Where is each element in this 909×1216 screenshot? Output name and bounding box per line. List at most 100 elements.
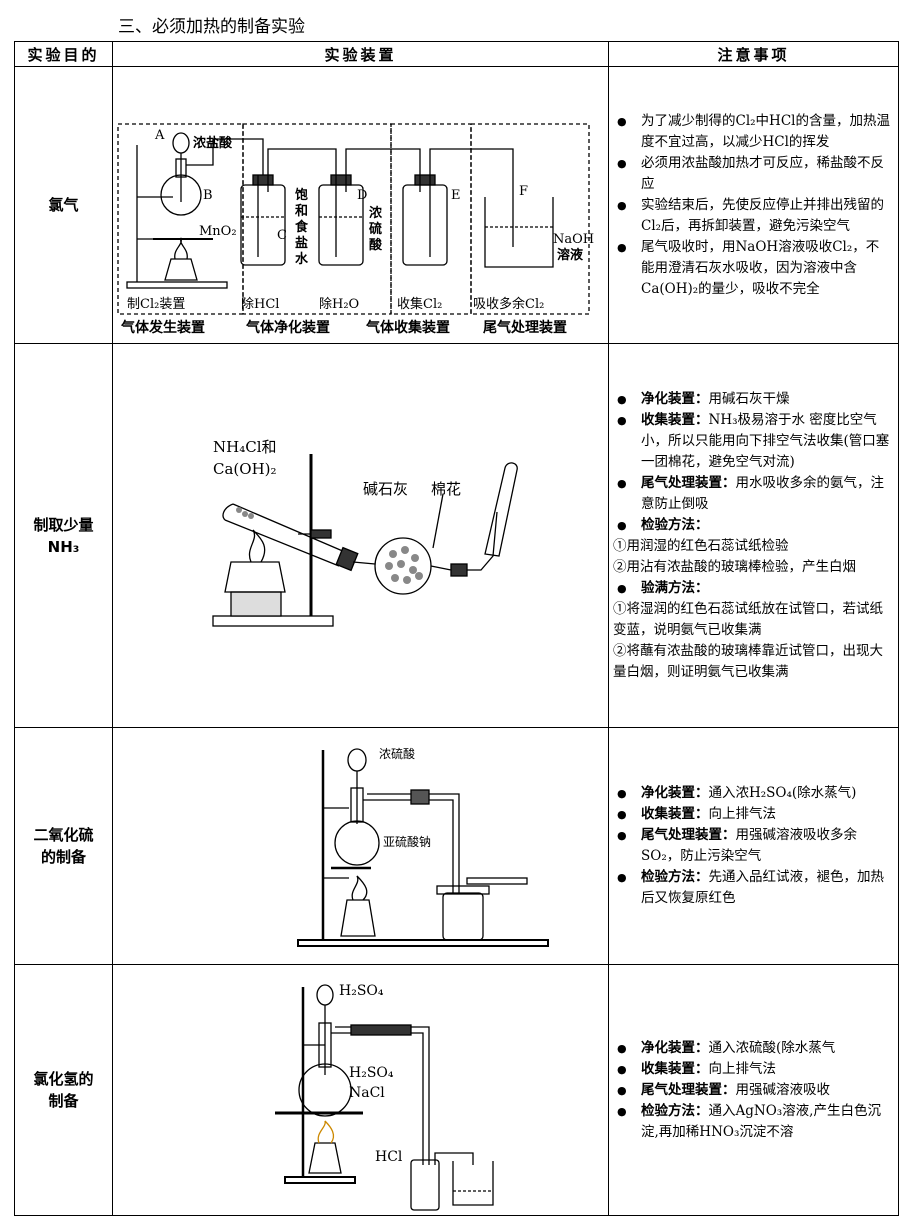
header-apparatus: 实验装置 [112,41,609,67]
bullet-icon: ● [617,787,627,800]
label-C: C [277,228,287,243]
note-item: ●收集装置：NH₃极易溶于水 密度比空气小，所以只能用向下排空气法收集(管口塞一… [613,410,892,473]
purpose-text: 二氧化硫 [33,826,94,844]
label-nacl: NaCl [349,1085,385,1101]
note-item: ●必须用浓盐酸加热才可反应，稀盐酸不反应 [613,153,892,195]
label-sat-salt-4: 盐 [295,235,308,251]
caption-remove-h2o: 除H₂O [319,297,359,312]
label-conc-h2so4: 浓硫酸 [379,746,415,761]
caption-cl2-setup: 制Cl₂装置 [127,297,185,312]
label-D: D [357,188,367,203]
note-item: ●净化装置：用碱石灰干燥 [613,389,892,410]
label-h2so4-top: H₂SO₄ [339,983,384,999]
note-item: ●检验方法：先通入品红试液，褪色，加热后又恢复原红色 [613,867,892,909]
label-B: B [203,188,213,203]
label-E: E [451,188,461,203]
label-cotton: 棉花 [431,480,461,498]
caption-absorb-cl2: 吸收多余Cl₂ [473,296,544,312]
chlorine-apparatus-diagram: A 浓盐酸 B MnO₂ C 饱 和 食 盐 水 D 浓 硫 酸 E F NaO [117,123,594,336]
note-item: ●尾气处理装置：用水吸收多余的氨气，注意防止倒吸 [613,473,892,515]
full-method-1: ①将湿润的红色石蕊试纸放在试管口，若试纸变蓝，说明氨气已收集满 [613,600,883,638]
table-row-hcl: 氯化氢的 制备 [14,964,899,1216]
notes-chlorine: ●为了减少制得的Cl₂中HCl的含量，加热温度不宜过高，以减少HCl的挥发 ●必… [608,66,899,344]
apparatus-so2: 浓硫酸 亚硫酸钠 [112,727,609,965]
header-notes: 注意事项 [608,41,899,67]
caption-remove-hcl: 除HCl [241,297,279,312]
bullet-icon: ● [617,114,627,128]
purpose-text: 氯化氢的 [33,1070,94,1088]
label-sat-salt-1: 饱 [294,187,308,203]
note-item: ●收集装置：向上排气法 [613,1059,892,1080]
bullet-icon: ● [617,1062,627,1076]
bullet-icon: ● [617,518,627,532]
table-row-so2: 二氧化硫 的制备 [14,727,899,965]
note-item: ●尾气吸收时，用NaOH溶液吸收Cl₂，不能用澄清石灰水吸收，因为溶液中含Ca(… [613,237,892,300]
note-item: ●检验方法：通入AgNO₃溶液,产生白色沉淀,再加稀HNO₃沉淀不溶 [613,1101,892,1143]
label-naoh-2: 溶液 [557,247,583,263]
label-sat-salt-5: 水 [295,251,309,267]
table-row-ammonia: 制取少量 NH₃ [14,343,899,728]
bullet-icon: ● [617,156,627,170]
label-F: F [519,184,528,199]
section-title: 三、必须加热的制备实验 [118,17,305,37]
group-gas-collection: 气体收集装置 [365,319,450,336]
header-purpose: 实验目的 [14,41,113,67]
note-item: ●为了减少制得的Cl₂中HCl的含量，加热温度不宜过高，以减少HCl的挥发 [613,111,892,153]
label-sat-salt-3: 食 [295,219,309,235]
label-mno2: MnO₂ [199,224,237,239]
label-reagent-2: Ca(OH)₂ [213,460,277,478]
notes-ammonia: ●净化装置：用碱石灰干燥 ●收集装置：NH₃极易溶于水 密度比空气小，所以只能用… [608,343,899,728]
so2-apparatus-diagram: 浓硫酸 亚硫酸钠 [297,746,549,947]
apparatus-chlorine: A 浓盐酸 B MnO₂ C 饱 和 食 盐 水 D 浓 硫 酸 E F NaO [112,66,609,344]
label-A: A [154,128,165,143]
table-header-row: 实验目的 实验装置 注意事项 [14,41,899,67]
label-conc-hcl: 浓盐酸 [193,135,233,151]
label-soda-lime: 碱石灰 [363,480,408,498]
bullet-icon: ● [617,476,627,490]
note-item: ●实验结束后，先使反应停止并排出残留的Cl₂后，再拆卸装置，避免污染空气 [613,195,892,237]
note-item: ●净化装置：通入浓H₂SO₄(除水蒸气) [613,783,892,804]
purpose-ammonia: 制取少量 NH₃ [14,343,113,728]
label-reagent-1: NH₄Cl和 [213,438,277,456]
label-hcl: HCl [375,1149,403,1165]
note-item: ●检验方法： [613,515,892,536]
purpose-text: NH₃ [47,537,80,556]
note-item: ●尾气处理装置：用强碱溶液吸收多余SO₂，防止污染空气 [613,825,892,867]
group-tail-gas: 尾气处理装置 [483,319,567,336]
bullet-icon: ● [617,1083,627,1097]
bullet-icon: ● [617,808,627,821]
purpose-so2: 二氧化硫 的制备 [14,727,113,965]
note-item: ●收集装置：向上排气法 [613,804,892,825]
label-h2so4-2: 硫 [369,221,382,237]
label-h2so4-flask: H₂SO₄ [349,1065,394,1081]
purpose-text: 制取少量 [33,515,94,534]
ammonia-apparatus-diagram: NH₄Cl和 Ca(OH)₂ 碱石灰 棉花 [212,438,518,627]
full-method-2: ②将蘸有浓盐酸的玻璃棒靠近试管口，出现大量白烟，则证明氨气已收集满 [613,642,883,680]
note-item: ●验满方法： [613,578,892,599]
apparatus-hcl: H₂SO₄ H₂SO₄ NaCl HCl [112,964,609,1216]
purpose-text: 制备 [48,1092,79,1110]
bullet-icon: ● [617,413,627,427]
label-h2so4-3: 酸 [369,237,383,253]
bullet-icon: ● [617,1041,627,1055]
purpose-hcl: 氯化氢的 制备 [14,964,113,1216]
test-method-1: ①用润湿的红色石蕊试纸检验 [613,537,789,554]
bullet-icon: ● [617,581,627,595]
apparatus-ammonia: NH₄Cl和 Ca(OH)₂ 碱石灰 棉花 [112,343,609,728]
group-gas-purification: 气体净化装置 [245,319,330,336]
purpose-text: 氯气 [48,196,79,214]
label-sat-salt-2: 和 [295,203,308,219]
experiment-table: 实验目的 实验装置 注意事项 氯气 [14,41,899,1216]
notes-so2: ●净化装置：通入浓H₂SO₄(除水蒸气) ●收集装置：向上排气法 ●尾气处理装置… [608,727,899,965]
notes-hcl: ●净化装置：通入浓硫酸(除水蒸气 ●收集装置：向上排气法 ●尾气处理装置：用强碱… [608,964,899,1216]
note-item: ●净化装置：通入浓硫酸(除水蒸气 [613,1038,892,1059]
table-row-chlorine: 氯气 [14,66,899,344]
bullet-icon: ● [617,240,627,254]
label-h2so4-1: 浓 [369,205,383,221]
bullet-icon: ● [617,1104,627,1118]
group-gas-generation: 气体发生装置 [120,319,205,336]
bullet-icon: ● [617,392,627,406]
purpose-text: 的制备 [40,848,86,866]
note-item: ●尾气处理装置：用强碱溶液吸收 [613,1080,892,1101]
bullet-icon: ● [617,829,627,842]
